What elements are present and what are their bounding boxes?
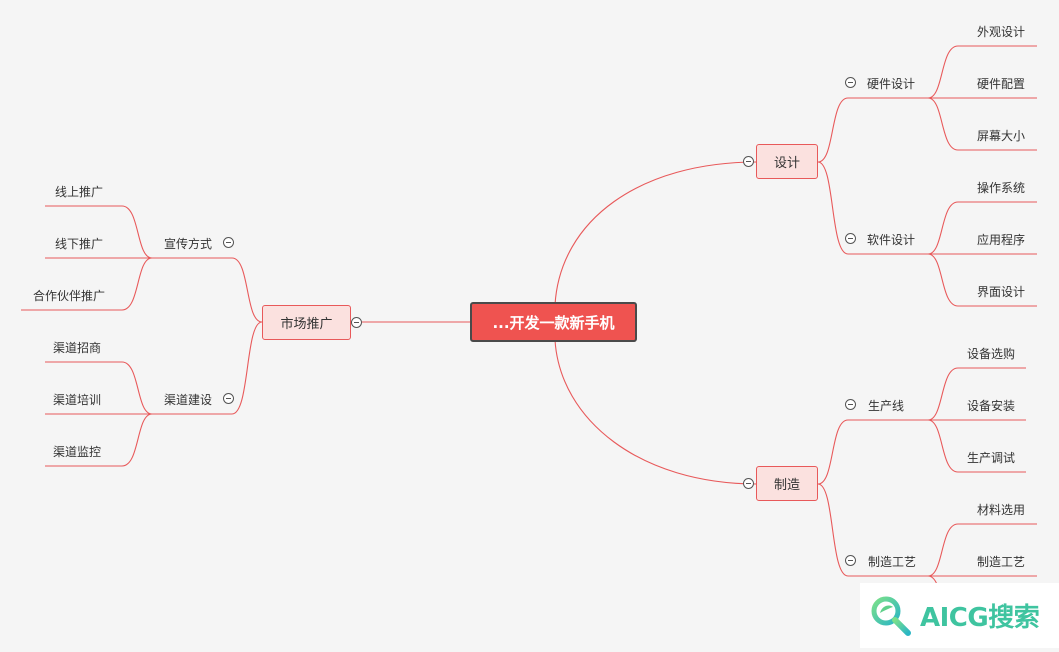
- leaf-appearance[interactable]: 外观设计: [976, 24, 1025, 39]
- leaf-process[interactable]: 制造工艺: [976, 554, 1025, 569]
- leaf-online[interactable]: 线上推广: [54, 184, 103, 199]
- link-design-hardware: [817, 97, 928, 163]
- sub-publicity[interactable]: 宣传方式: [163, 236, 212, 251]
- link-sw-1: [927, 201, 1037, 255]
- link-hw-3: [927, 97, 1037, 151]
- leaf-material[interactable]: 材料选用: [976, 502, 1025, 517]
- leaf-equip-install[interactable]: 设备安装: [966, 398, 1015, 413]
- collapse-marketing-icon[interactable]: [351, 317, 362, 328]
- collapse-publicity-icon[interactable]: [223, 237, 234, 248]
- sub-software-design[interactable]: 软件设计: [866, 232, 915, 247]
- link-ch-3: [45, 413, 153, 467]
- branch-marketing[interactable]: 市场推广: [262, 305, 351, 340]
- leaf-offline[interactable]: 线下推广: [54, 236, 103, 251]
- sub-manufacturing-process[interactable]: 制造工艺: [867, 554, 916, 569]
- sub-hardware-design[interactable]: 硬件设计: [866, 76, 915, 91]
- link-line-1: [927, 367, 1026, 421]
- link-proc-1: [927, 523, 1037, 577]
- link-root-manufacture: [554, 339, 758, 485]
- leaf-equip-purchase[interactable]: 设备选购: [966, 346, 1015, 361]
- branch-manufacture[interactable]: 制造: [756, 466, 818, 501]
- watermark: AICG搜索: [860, 583, 1059, 648]
- magnifier-leaf-icon: [871, 596, 911, 636]
- link-mkt-channel: [152, 321, 263, 415]
- leaf-ui-design[interactable]: 界面设计: [976, 284, 1025, 299]
- collapse-process-icon[interactable]: [845, 555, 856, 566]
- sub-channel[interactable]: 渠道建设: [163, 392, 212, 407]
- collapse-hardware-icon[interactable]: [845, 77, 856, 88]
- leaf-hw-config[interactable]: 硬件配置: [976, 76, 1025, 91]
- branch-design[interactable]: 设计: [756, 144, 818, 179]
- leaf-channel-train[interactable]: 渠道培训: [52, 392, 101, 407]
- link-man-process: [817, 483, 928, 577]
- link-man-line: [817, 419, 928, 485]
- sub-production-line[interactable]: 生产线: [867, 398, 904, 413]
- leaf-screen-size[interactable]: 屏幕大小: [976, 128, 1025, 143]
- link-ch-1: [45, 361, 153, 415]
- link-pub-3: [21, 257, 153, 311]
- link-sw-3: [927, 253, 1037, 307]
- link-mkt-publicity: [152, 257, 263, 323]
- leaf-channel-monitor[interactable]: 渠道监控: [52, 444, 101, 459]
- leaf-prod-debug[interactable]: 生产调试: [966, 450, 1015, 465]
- collapse-design-icon[interactable]: [743, 156, 754, 167]
- link-pub-1: [45, 205, 153, 259]
- link-root-design: [554, 161, 758, 306]
- collapse-manufacture-icon[interactable]: [743, 478, 754, 489]
- leaf-os[interactable]: 操作系统: [976, 180, 1025, 195]
- collapse-channel-icon[interactable]: [223, 393, 234, 404]
- leaf-channel-invest[interactable]: 渠道招商: [52, 340, 101, 355]
- leaf-partner[interactable]: 合作伙伴推广: [32, 288, 105, 303]
- root-node[interactable]: ...开发一款新手机: [470, 302, 637, 342]
- link-hw-1: [927, 45, 1037, 99]
- link-design-software: [817, 161, 928, 255]
- collapse-line-icon[interactable]: [845, 399, 856, 410]
- watermark-text: AICG搜索: [920, 603, 1040, 633]
- link-line-3: [927, 419, 1026, 473]
- leaf-apps[interactable]: 应用程序: [976, 232, 1025, 247]
- collapse-software-icon[interactable]: [845, 233, 856, 244]
